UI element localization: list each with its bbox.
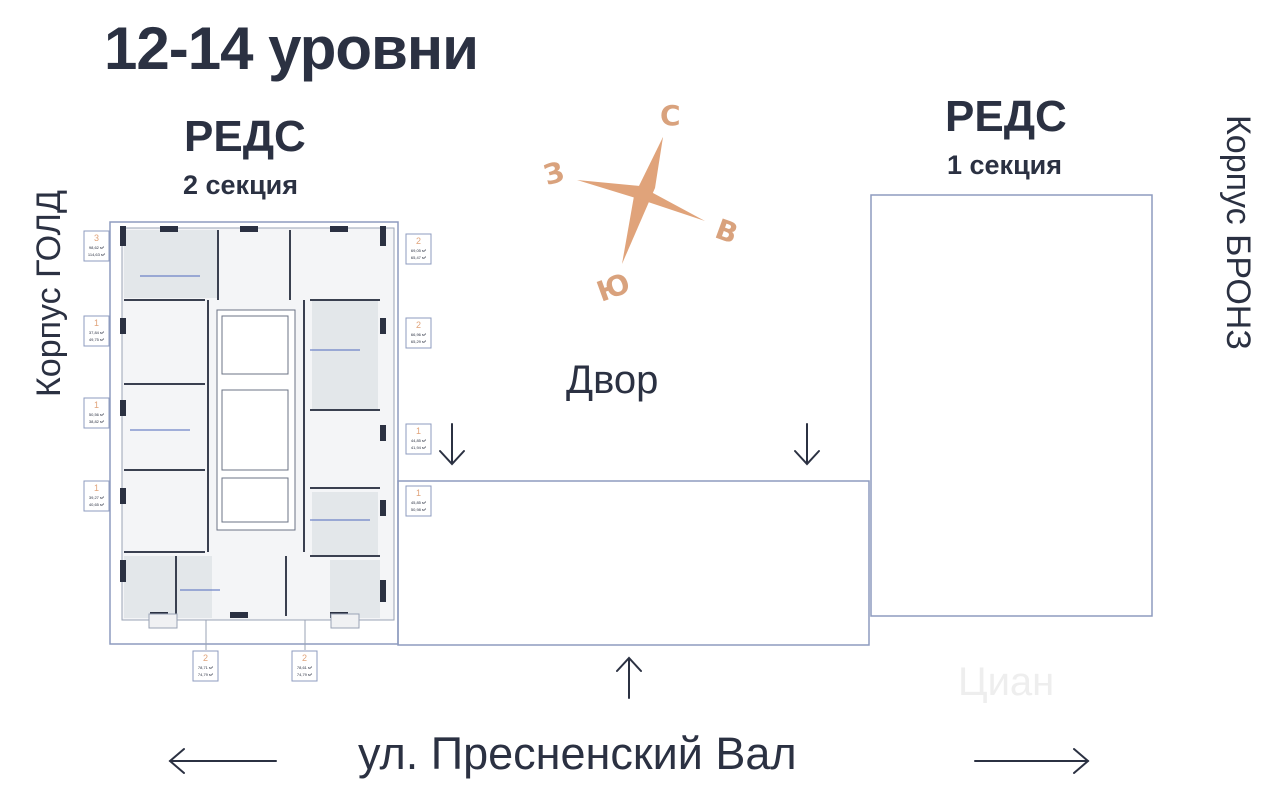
section-1-name: РЕДС xyxy=(945,92,1067,141)
section-2-name: РЕДС xyxy=(184,112,306,161)
apartment-tags: 3 98,62 м² 114,63 м² 2 69,05 м² 65,47 м² 1 37,8… xyxy=(83,230,432,682)
section-2-sub: 2 секция xyxy=(183,170,299,200)
apartment-area: 69,05 м² xyxy=(411,248,427,253)
apartment-rooms: 1 xyxy=(416,426,421,436)
apartment-extra: 114,63 м² xyxy=(88,252,106,257)
apartment-rooms: 1 xyxy=(94,400,99,410)
apartment-tag: 2 66,96 м² 65,29 м² xyxy=(405,317,432,349)
apartment-extra: 50,98 м² xyxy=(411,507,427,512)
apartment-rooms: 2 xyxy=(302,653,307,663)
apartment-area: 66,96 м² xyxy=(411,332,427,337)
apartment-extra: 74,79 м² xyxy=(198,672,214,677)
apartment-extra: 41,94 м² xyxy=(411,445,427,450)
yard-label: Двор xyxy=(566,358,659,402)
section-2-floor-plan xyxy=(109,221,399,650)
apartment-rooms: 1 xyxy=(94,318,99,328)
apartment-area: 78,61 м² xyxy=(297,665,313,670)
apartment-rooms: 1 xyxy=(416,488,421,498)
apartment-extra: 40,65 м² xyxy=(89,502,105,507)
compass-rose xyxy=(577,137,705,264)
page-title: 12-14 уровни xyxy=(104,15,479,82)
street-label: ул. Пресненский Вал xyxy=(358,728,797,779)
courtyard-outline xyxy=(397,194,1153,646)
apartment-extra: 65,47 м² xyxy=(411,255,427,260)
apartment-area: 44,85 м² xyxy=(411,438,427,443)
apartment-rooms: 2 xyxy=(203,653,208,663)
apartment-area: 78,71 м² xyxy=(198,665,214,670)
apartment-area: 45,85 м² xyxy=(411,500,427,505)
apartment-extra: 38,82 м² xyxy=(89,419,105,424)
apartment-tag: 1 45,85 м² 50,98 м² xyxy=(405,485,432,517)
apartment-rooms: 1 xyxy=(94,483,99,493)
apartment-tag: 3 98,62 м² 114,63 м² xyxy=(83,230,110,262)
apartment-rooms: 2 xyxy=(416,236,421,246)
apartment-area: 37,84 м² xyxy=(89,330,105,335)
apartment-area: 98,62 м² xyxy=(89,245,105,250)
apartment-extra: 65,29 м² xyxy=(411,339,427,344)
apartment-tag: 1 37,84 м² 49,75 м² xyxy=(83,315,110,347)
watermark: Циан xyxy=(958,660,1055,704)
apartment-tag: 2 69,05 м² 65,47 м² xyxy=(405,233,432,265)
apartment-tag: 2 78,61 м² 74,79 м² xyxy=(291,650,318,682)
apartment-tag: 1 39,27 м² 40,65 м² xyxy=(83,480,110,512)
apartment-extra: 49,75 м² xyxy=(89,337,105,342)
apartment-tag: 1 50,56 м² 38,82 м² xyxy=(83,397,110,429)
compass-north: С xyxy=(660,99,681,132)
apartment-extra: 74,79 м² xyxy=(297,672,313,677)
apartment-tag: 1 44,85 м² 41,94 м² xyxy=(405,423,432,455)
entry-arrows xyxy=(168,423,1090,774)
apartment-rooms: 3 xyxy=(94,233,99,243)
apartment-area: 50,56 м² xyxy=(89,412,105,417)
apartment-area: 39,27 м² xyxy=(89,495,105,500)
apartment-tag: 2 78,71 м² 74,79 м² xyxy=(192,650,219,682)
section-1-sub: 1 секция xyxy=(947,150,1063,180)
apartment-rooms: 2 xyxy=(416,320,421,330)
